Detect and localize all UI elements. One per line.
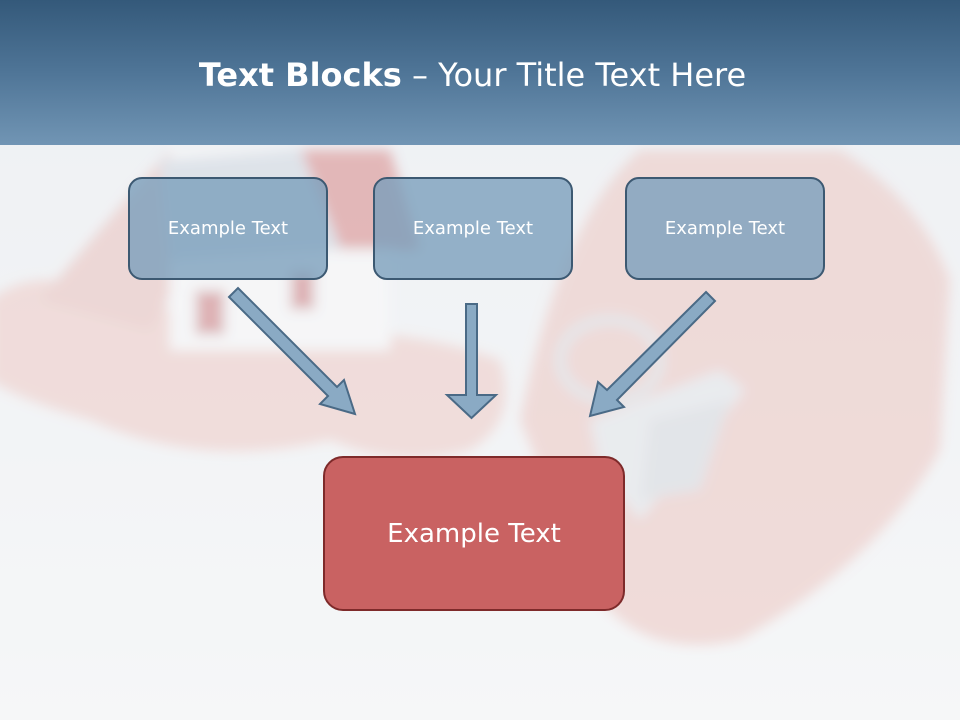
title-bold-part: Text Blocks — [198, 56, 402, 94]
slide-title: Text Blocks – Your Title Text Here — [0, 52, 945, 98]
title-bar — [0, 0, 960, 145]
title-rest-part: – Your Title Text Here — [401, 56, 747, 94]
arrow-right-diagonal — [588, 290, 717, 418]
keys-icon — [555, 315, 745, 520]
text-block-3[interactable]: Example Text — [625, 177, 825, 280]
text-block-3-label: Example Text — [664, 218, 786, 239]
text-block-1-label: Example Text — [167, 218, 289, 239]
text-block-main[interactable]: Example Text — [323, 456, 625, 611]
text-block-main-label: Example Text — [387, 518, 561, 549]
left-hand-shape — [0, 280, 506, 458]
text-block-1[interactable]: Example Text — [128, 177, 328, 280]
text-block-2-label: Example Text — [412, 218, 534, 239]
text-block-2[interactable]: Example Text — [373, 177, 573, 280]
arrow-left-diagonal — [227, 286, 357, 416]
arrow-center-down — [444, 303, 499, 420]
